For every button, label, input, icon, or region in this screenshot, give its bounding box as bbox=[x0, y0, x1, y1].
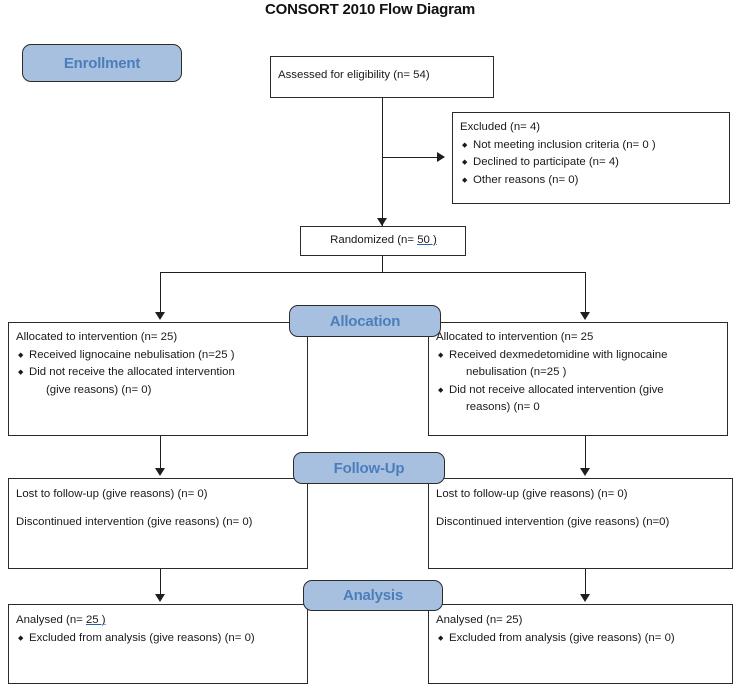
followup-left-lost: Lost to follow-up (give reasons) (n= 0) bbox=[16, 488, 208, 500]
arrowhead-to-randomized bbox=[377, 218, 387, 226]
stage-pill-allocation-label: Allocation bbox=[329, 312, 401, 330]
allocation-left-item-continuation: (give reasons) (n= 0) bbox=[46, 383, 152, 396]
assessed-for-eligibility-box: Assessed for eligibility (n= 54) bbox=[270, 56, 494, 98]
connector-split-right bbox=[585, 272, 586, 314]
page-title: CONSORT 2010 Flow Diagram bbox=[264, 1, 476, 18]
analysis-left-analysed: Analysed (n= 25 ) bbox=[16, 612, 301, 630]
allocation-right-item1-line2: nebulisation (n=25 ) bbox=[466, 366, 567, 378]
arrowhead-to-excluded bbox=[437, 152, 445, 162]
connector-randomized-down bbox=[382, 256, 383, 272]
excluded-heading: Excluded (n= 4) bbox=[460, 121, 541, 133]
assessed-for-eligibility-text: Assessed for eligibility (n= 54) bbox=[278, 69, 430, 81]
allocation-left-heading: Allocated to intervention (n= 25) bbox=[16, 331, 178, 343]
connector-to-excluded bbox=[382, 157, 444, 158]
connector-followup-left-to-analysis bbox=[160, 569, 161, 597]
randomized-box: Randomized (n= 50 ) bbox=[300, 226, 466, 256]
arrowhead-followup-left bbox=[155, 468, 165, 476]
connector-split-bar bbox=[160, 272, 585, 273]
spacer bbox=[16, 504, 301, 514]
randomized-text: Randomized (n= 50 ) bbox=[308, 232, 459, 250]
analysis-left-box: Analysed (n= 25 ) Excluded from analysis… bbox=[8, 604, 308, 684]
stage-pill-analysis-label: Analysis bbox=[342, 587, 404, 604]
followup-left-box: Lost to follow-up (give reasons) (n= 0) … bbox=[8, 478, 308, 569]
analysis-left-analysed-label: Analysed (n= bbox=[16, 614, 86, 626]
arrowhead-analysis-left bbox=[155, 594, 165, 602]
followup-right-discontinued: Discontinued intervention (give reasons)… bbox=[436, 515, 670, 528]
connector-assessed-to-randomized bbox=[382, 98, 383, 226]
allocation-right-item2-line1: Did not receive allocated intervention (… bbox=[436, 382, 721, 400]
stage-pill-enrollment: Enrollment bbox=[22, 44, 182, 82]
allocation-left-box: Allocated to intervention (n= 25) Receiv… bbox=[8, 322, 308, 436]
excluded-reason: Not meeting inclusion criteria (n= 0 ) bbox=[460, 137, 723, 155]
randomized-value: 50 ) bbox=[417, 234, 437, 246]
spacer bbox=[436, 504, 726, 514]
arrowhead-analysis-right bbox=[580, 594, 590, 602]
arrowhead-followup-right bbox=[580, 468, 590, 476]
analysis-right-analysed: Analysed (n= 25) bbox=[436, 614, 523, 626]
stage-pill-followup-label: Follow-Up bbox=[333, 459, 405, 477]
connector-followup-right-to-analysis bbox=[585, 569, 586, 597]
arrowhead-alloc-left bbox=[155, 312, 165, 320]
stage-pill-analysis: Analysis bbox=[303, 580, 443, 611]
excluded-box: Excluded (n= 4) Not meeting inclusion cr… bbox=[452, 112, 730, 204]
arrowhead-alloc-right bbox=[580, 312, 590, 320]
allocation-right-box: Allocated to intervention (n= 25 Receive… bbox=[428, 322, 728, 436]
allocation-right-item2-line2: reasons) (n= 0 bbox=[466, 401, 540, 413]
followup-right-box: Lost to follow-up (give reasons) (n= 0) … bbox=[428, 478, 733, 569]
allocation-right-heading: Allocated to intervention (n= 25 bbox=[436, 331, 594, 343]
stage-pill-allocation: Allocation bbox=[289, 305, 441, 337]
analysis-right-box: Analysed (n= 25) Excluded from analysis … bbox=[428, 604, 733, 684]
randomized-label: Randomized (n= bbox=[330, 234, 418, 246]
allocation-left-item: Received lignocaine nebulisation (n=25 ) bbox=[16, 347, 301, 365]
excluded-reason: Declined to participate (n= 4) bbox=[460, 154, 723, 172]
followup-left-discontinued: Discontinued intervention (give reasons)… bbox=[16, 515, 253, 528]
allocation-right-item1-line1: Received dexmedetomidine with lignocaine bbox=[436, 347, 721, 365]
stage-pill-enrollment-label: Enrollment bbox=[63, 54, 141, 72]
connector-alloc-right-to-followup bbox=[585, 436, 586, 470]
connector-alloc-left-to-followup bbox=[160, 436, 161, 470]
stage-pill-followup: Follow-Up bbox=[293, 452, 445, 484]
allocation-left-item: Did not receive the allocated interventi… bbox=[16, 364, 301, 382]
excluded-reason: Other reasons (n= 0) bbox=[460, 172, 723, 190]
connector-split-left bbox=[160, 272, 161, 314]
analysis-left-analysed-value: 25 ) bbox=[85, 614, 106, 626]
analysis-right-excluded: Excluded from analysis (give reasons) (n… bbox=[436, 630, 726, 648]
analysis-left-excluded: Excluded from analysis (give reasons) (n… bbox=[16, 630, 301, 648]
followup-right-lost: Lost to follow-up (give reasons) (n= 0) bbox=[436, 488, 628, 500]
